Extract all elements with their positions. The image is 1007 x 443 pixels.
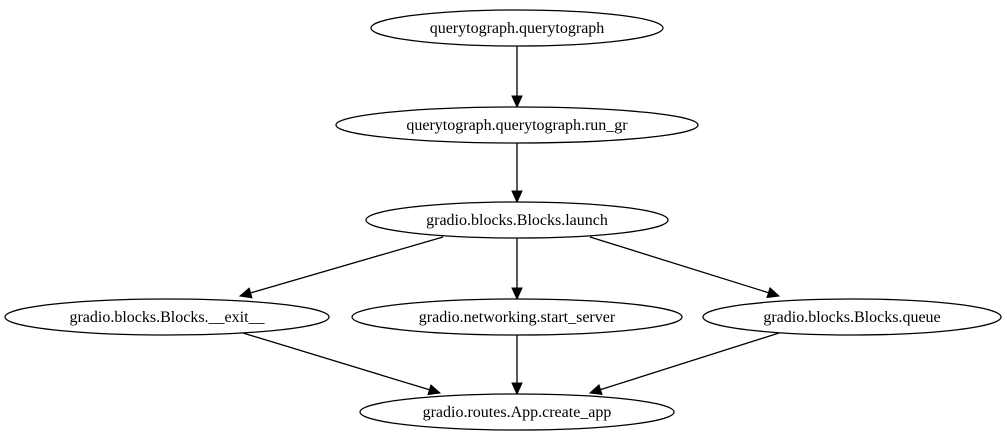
arrowhead [511, 287, 523, 301]
node-gradio-blocks-exit: gradio.blocks.Blocks.__exit__ [4, 298, 330, 336]
arrowhead [238, 287, 253, 299]
node-n4-ellipse [4, 298, 330, 336]
node-n6-label: gradio.blocks.Blocks.queue [763, 309, 940, 326]
node-gradio-blocks-queue: gradio.blocks.Blocks.queue [702, 298, 1002, 336]
arrowhead [766, 287, 781, 299]
edge-n4-to-n7 [242, 332, 442, 396]
edge-line [250, 236, 444, 294]
node-n1-ellipse [370, 9, 664, 47]
arrowhead [511, 95, 523, 109]
edge-layer [238, 46, 781, 396]
node-n7-ellipse [359, 393, 675, 431]
node-n3-label: gradio.blocks.Blocks.launch [426, 212, 608, 229]
edge-line [242, 332, 430, 391]
edge-n2-to-n3 [511, 143, 523, 204]
node-querytograph-querytograph: querytograph.querytograph [370, 9, 664, 47]
node-n4-label: gradio.blocks.Blocks.__exit__ [69, 309, 265, 326]
edge-n3-to-n4 [238, 236, 444, 299]
node-querytograph-run-gr: querytograph.querytograph.run_gr [335, 106, 699, 144]
node-gradio-networking-start-server: gradio.networking.start_server [351, 298, 683, 336]
node-gradio-blocks-launch: gradio.blocks.Blocks.launch [365, 201, 669, 239]
arrowhead [588, 384, 603, 396]
node-n5-ellipse [351, 298, 683, 336]
arrowhead [511, 382, 523, 396]
edge-n3-to-n5 [511, 238, 523, 301]
edge-line [589, 236, 769, 294]
node-n5-label: gradio.networking.start_server [419, 309, 616, 326]
edge-line [600, 332, 780, 391]
node-n2-ellipse [335, 106, 699, 144]
node-n1-label: querytograph.querytograph [430, 20, 605, 37]
node-n3-ellipse [365, 201, 669, 239]
arrowhead [427, 384, 442, 396]
edge-n5-to-n7 [511, 335, 523, 396]
node-n2-label: querytograph.querytograph.run_gr [406, 117, 628, 134]
arrowhead [511, 190, 523, 204]
edge-n3-to-n6 [589, 236, 781, 299]
node-gradio-routes-create-app: gradio.routes.App.create_app [359, 393, 675, 431]
edge-n1-to-n2 [511, 46, 523, 109]
node-n6-ellipse [702, 298, 1002, 336]
node-layer: querytograph.querytograph querytograph.q… [4, 9, 1002, 431]
edge-n6-to-n7 [588, 332, 780, 396]
node-n7-label: gradio.routes.App.create_app [423, 404, 612, 421]
